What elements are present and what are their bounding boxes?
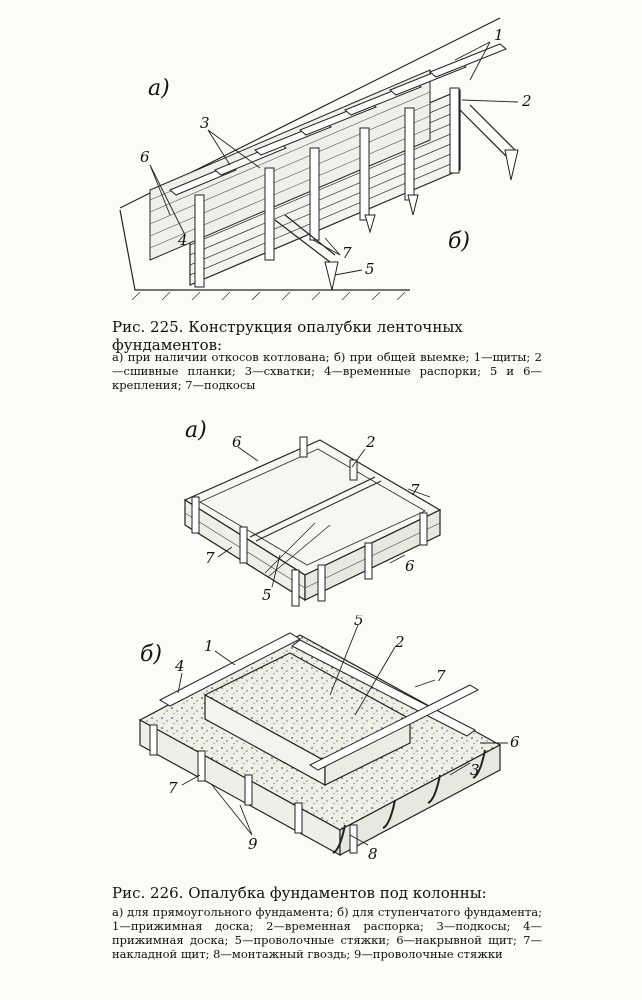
fig226b-callout-7-top: 7 xyxy=(436,667,446,685)
fig226a-callout-5: 5 xyxy=(262,586,272,604)
fig225-callout-7: 7 xyxy=(342,244,352,262)
fig226a-callout-2: 2 xyxy=(365,433,376,451)
stepped-foundation-formwork-drawing: б) 1 5 2 4 7 6 3 7 9 8 xyxy=(138,615,520,863)
fig225-callout-2: 2 xyxy=(521,92,532,110)
fig226a-sub-a: а) xyxy=(185,418,207,443)
fig226b-callout-8: 8 xyxy=(368,845,378,863)
fig226b-callout-3: 3 xyxy=(470,761,480,779)
fig225-caption-title: Рис. 225. Конструкция опалубки ленточных… xyxy=(112,318,463,354)
strip-foundation-formwork-drawing: а) б) 1 2 3 6 4 7 5 xyxy=(119,17,532,301)
fig226b-callout-9: 9 xyxy=(248,835,258,853)
fig225-callout-6: 6 xyxy=(140,148,150,166)
fig225-callout-5: 5 xyxy=(365,260,375,278)
fig226b-callout-7-left: 7 xyxy=(168,779,178,797)
fig226b-sub-b: б) xyxy=(140,642,162,667)
fig226a-callout-6-top: 6 xyxy=(232,433,242,451)
fig225-callout-3: 3 xyxy=(200,114,210,132)
fig226-caption-title: Рис. 226. Опалубка фундаментов под колон… xyxy=(112,884,487,902)
fig226a-callout-7-left: 7 xyxy=(205,549,215,567)
rectangular-foundation-formwork-drawing: а) 6 2 7 7 5 6 xyxy=(183,418,442,607)
fig225-sub-a: а) xyxy=(148,76,170,101)
fig226-caption-body: а) для прямоугольного фундамента; б) для… xyxy=(112,905,542,961)
fig226b-callout-6: 6 xyxy=(510,733,520,751)
fig226a-callout-7-right: 7 xyxy=(410,481,420,499)
fig226a-callout-6-bottom: 6 xyxy=(405,557,415,575)
fig225-callout-4: 4 xyxy=(177,231,188,249)
fig226b-callout-1: 1 xyxy=(204,637,214,655)
fig225-sub-b: б) xyxy=(448,229,470,254)
fig225-callout-1: 1 xyxy=(494,26,504,44)
fig226b-callout-5: 5 xyxy=(354,615,364,629)
figure-226b-illustration: б) 1 5 2 4 7 6 3 7 9 8 xyxy=(0,615,642,880)
figure-225-illustration: а) б) 1 2 3 6 4 7 5 xyxy=(0,0,642,310)
fig225-caption-body: а) при наличии откосов котлована; б) при… xyxy=(112,350,542,392)
fig226b-callout-4: 4 xyxy=(174,657,185,675)
fig226b-callout-2: 2 xyxy=(394,633,405,651)
figure-226a-illustration: а) 6 2 7 7 5 6 xyxy=(0,405,642,620)
